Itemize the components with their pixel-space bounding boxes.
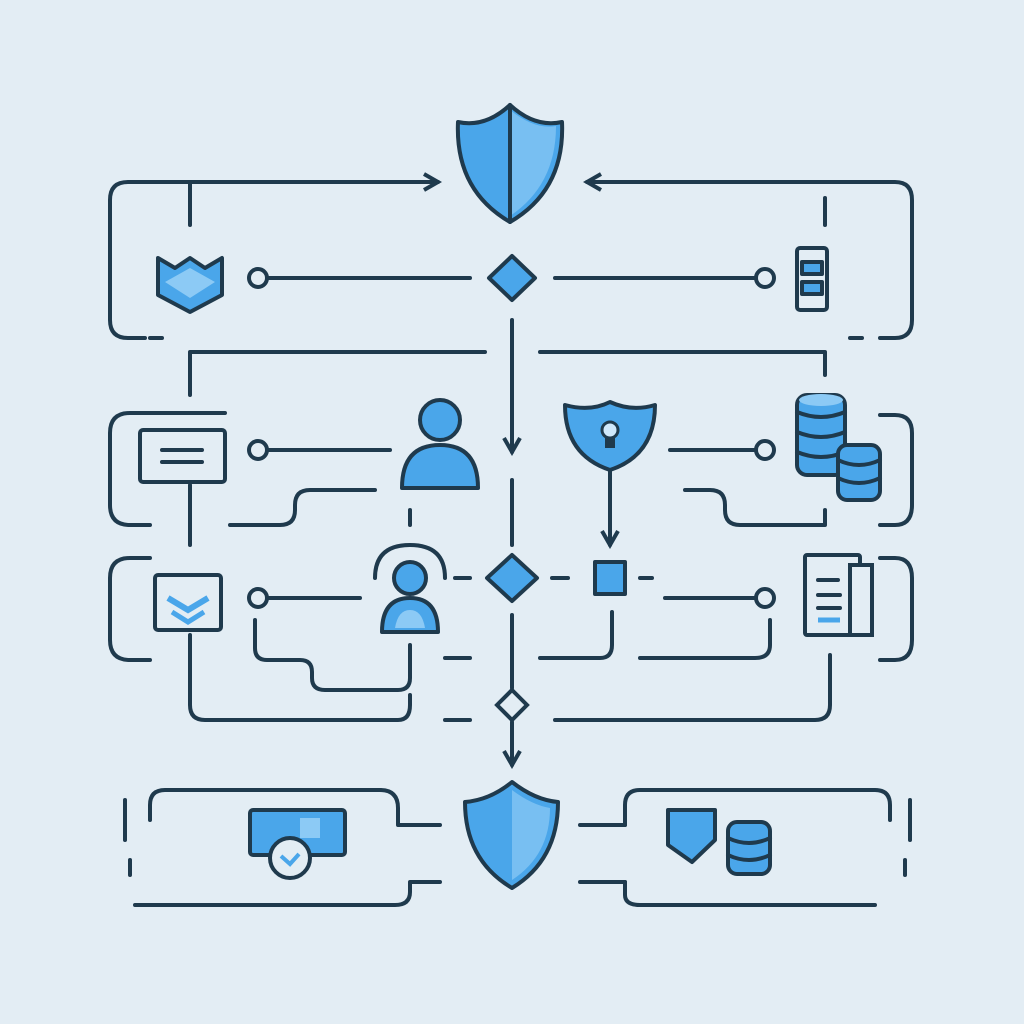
shield-icon xyxy=(455,103,565,224)
junction-node xyxy=(247,587,269,609)
shield-lock-icon xyxy=(563,400,657,472)
user-icon xyxy=(400,398,480,490)
junction-node xyxy=(754,587,776,609)
database-icon xyxy=(795,393,882,502)
hexagon-shield-icon xyxy=(156,256,224,314)
database-icon xyxy=(726,820,772,876)
message-box-icon xyxy=(138,428,227,484)
junction-node xyxy=(247,439,269,461)
mobile-device-icon xyxy=(795,246,829,312)
junction-node xyxy=(754,439,776,461)
decision-diamond xyxy=(494,687,530,723)
connectors xyxy=(108,172,914,907)
checkbox-icon xyxy=(153,573,223,632)
junction-nodes xyxy=(247,267,776,609)
camera-check-icon xyxy=(248,808,347,880)
decision-diamond xyxy=(485,553,539,603)
junction-node xyxy=(247,267,269,289)
small-shield-icon xyxy=(666,808,717,864)
node-square-icon xyxy=(593,560,627,596)
shield-icon xyxy=(463,780,560,890)
decision-diamond xyxy=(487,254,537,302)
document-icon xyxy=(803,553,874,637)
junction-node xyxy=(754,267,776,289)
user-ring-icon xyxy=(373,543,447,634)
